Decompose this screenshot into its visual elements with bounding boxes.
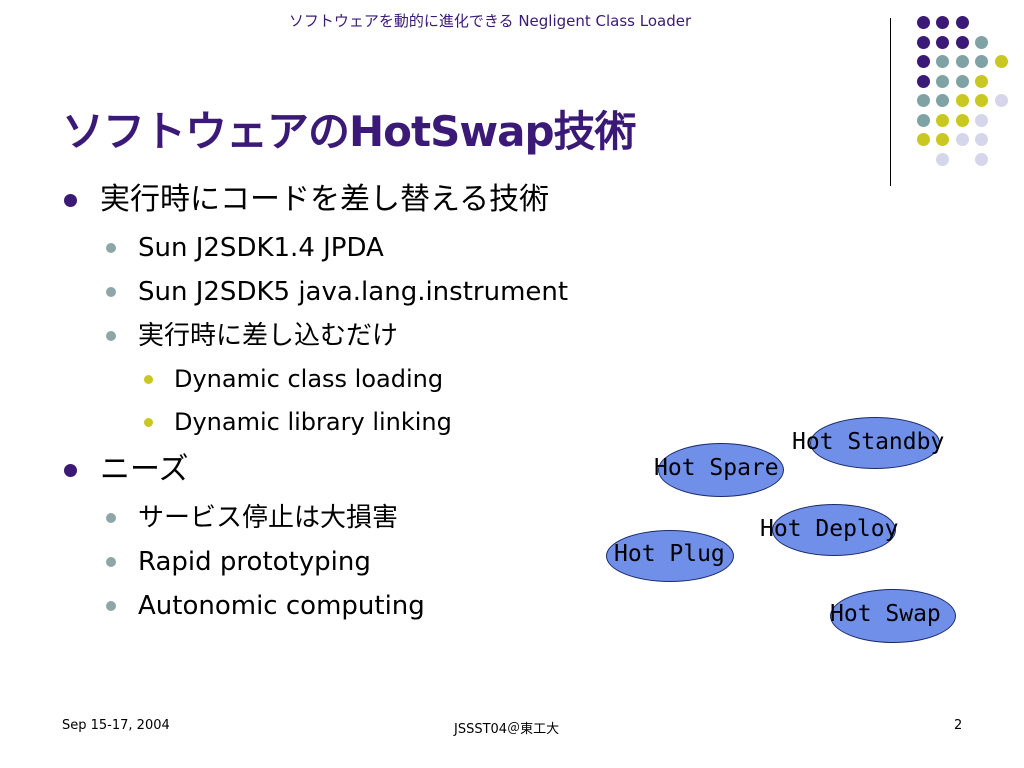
decorative-dot bbox=[936, 74, 949, 88]
footer-venue: JSSST04＠東工大 bbox=[454, 722, 560, 737]
hot-standby-bubble bbox=[810, 417, 940, 469]
hot-deploy-bubble bbox=[772, 504, 896, 556]
decorative-dot bbox=[916, 74, 930, 88]
bullet-item: Sun J2SDK1.4 JPDA bbox=[62, 226, 568, 270]
bullet-item: Dynamic class loading bbox=[62, 358, 568, 401]
decorative-dot bbox=[975, 55, 988, 68]
bullet-text: 実行時に差し込むだけ bbox=[138, 321, 399, 351]
bullet-item: 実行時にコードを差し替える技術 bbox=[62, 174, 568, 226]
decorative-dot bbox=[916, 55, 930, 68]
bullet-text: Rapid prototyping bbox=[138, 547, 371, 577]
decorative-dot bbox=[955, 74, 969, 88]
bullet-item: Rapid prototyping bbox=[62, 540, 568, 584]
bullet-marker-icon bbox=[106, 287, 116, 297]
hot-spare-bubble bbox=[658, 443, 784, 497]
decorative-dot bbox=[916, 133, 930, 146]
decorative-dot bbox=[936, 55, 949, 68]
decorative-dot bbox=[975, 152, 988, 166]
bullet-text: Dynamic library linking bbox=[174, 408, 452, 436]
bullet-marker-icon bbox=[106, 557, 116, 567]
decorative-dot bbox=[955, 55, 969, 68]
bullet-marker-icon bbox=[144, 418, 153, 427]
bullet-text: Sun J2SDK5 java.lang.instrument bbox=[138, 277, 569, 307]
decorative-dot bbox=[994, 94, 1008, 107]
hot-spare-label: Hot Spare bbox=[654, 455, 779, 481]
hot-deploy-label: Hot Deploy bbox=[760, 516, 899, 542]
bullet-marker-icon bbox=[106, 243, 116, 253]
decorative-dot bbox=[994, 55, 1008, 68]
decorative-dot bbox=[936, 35, 949, 49]
decorative-dot bbox=[955, 133, 969, 146]
bullet-text: Sun J2SDK1.4 JPDA bbox=[138, 233, 384, 263]
decorative-dot bbox=[955, 35, 969, 49]
bullet-item: Dynamic library linking bbox=[62, 401, 568, 444]
bullet-marker-icon bbox=[106, 331, 116, 341]
bullet-text: 実行時にコードを差し替える技術 bbox=[100, 182, 550, 217]
decorative-dot bbox=[955, 113, 969, 127]
footer-page-number: 2 bbox=[954, 718, 963, 733]
decorative-dot bbox=[955, 16, 969, 29]
decorative-dot bbox=[916, 16, 930, 29]
bullet-text: サービス停止は大損害 bbox=[138, 503, 399, 533]
bullet-marker-icon bbox=[106, 601, 116, 611]
decorative-dot bbox=[975, 35, 988, 49]
decorative-dot bbox=[955, 94, 969, 107]
bullet-item: ニーズ bbox=[62, 444, 568, 496]
decorative-dot bbox=[975, 133, 988, 146]
decorative-dot bbox=[975, 113, 988, 127]
bullet-marker-icon bbox=[64, 194, 77, 207]
footer-date: Sep 15-17, 2004 bbox=[62, 718, 170, 733]
decorative-dot bbox=[916, 94, 930, 107]
decorative-dot bbox=[975, 94, 988, 107]
bullet-text: Dynamic class loading bbox=[174, 365, 444, 393]
bullet-item: サービス停止は大損害 bbox=[62, 496, 568, 540]
bullet-item: Sun J2SDK5 java.lang.instrument bbox=[62, 270, 568, 314]
decorative-dot bbox=[936, 94, 949, 107]
bullet-text: ニーズ bbox=[100, 452, 189, 487]
decorative-dot bbox=[916, 35, 930, 49]
decorative-dot bbox=[975, 74, 988, 88]
decorative-dot bbox=[936, 16, 949, 29]
decorative-dot bbox=[916, 113, 930, 127]
slide-header: ソフトウェアを動的に進化できる Negligent Class Loader bbox=[288, 12, 692, 30]
hot-plug-label: Hot Plug bbox=[614, 541, 725, 567]
decorative-dot bbox=[936, 133, 949, 146]
bullet-item: 実行時に差し込むだけ bbox=[62, 314, 568, 358]
hot-plug-bubble bbox=[606, 530, 734, 582]
bullet-marker-icon bbox=[144, 375, 153, 384]
bullet-list: 実行時にコードを差し替える技術 Sun J2SDK1.4 JPDA Sun J2… bbox=[62, 174, 568, 628]
slide-title: ソフトウェアのHotSwap技術 bbox=[62, 107, 637, 156]
bullet-item: Autonomic computing bbox=[62, 584, 568, 628]
decorative-dot bbox=[936, 152, 949, 166]
bullet-text: Autonomic computing bbox=[138, 591, 425, 621]
hot-standby-label: Hot Standby bbox=[792, 429, 945, 455]
bullet-marker-icon bbox=[64, 464, 77, 477]
decorative-dot bbox=[936, 113, 949, 127]
hot-swap-label: Hot Swap bbox=[830, 601, 941, 627]
hot-swap-bubble bbox=[830, 589, 956, 643]
decorative-divider bbox=[890, 18, 891, 186]
bullet-marker-icon bbox=[106, 513, 116, 523]
